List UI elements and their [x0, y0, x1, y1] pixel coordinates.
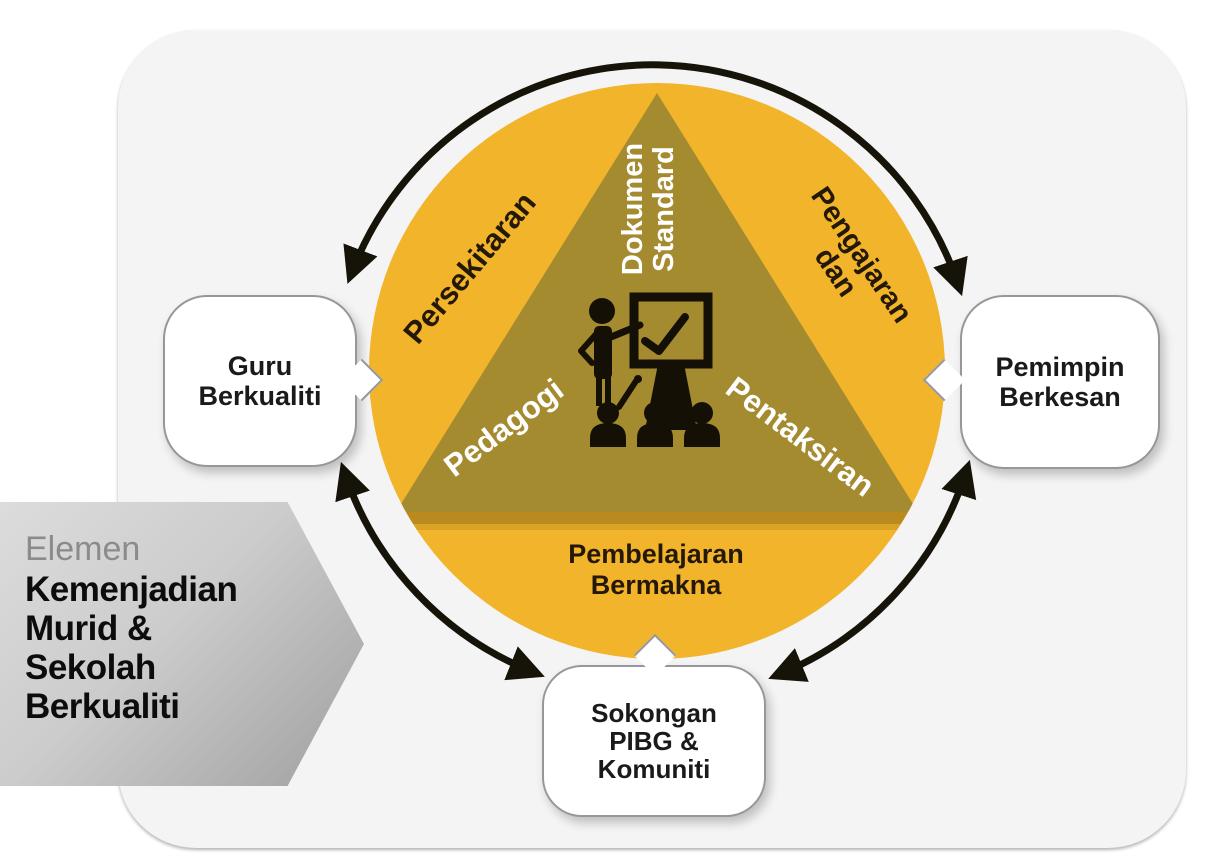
callout-text-line: Berkualiti — [198, 381, 322, 411]
label-line: Standard — [648, 146, 680, 272]
label-pembelajaran-bermakna: Pembelajaran Bermakna — [568, 539, 744, 601]
callout-sokongan-pibg: Sokongan PIBG & Komuniti — [542, 665, 766, 817]
classroom-teacher-icon — [578, 292, 720, 447]
callout-text-line: PIBG & — [609, 726, 699, 756]
callout-text-line: Berkesan — [999, 382, 1121, 412]
inner-triangle — [396, 93, 918, 512]
banner-title-line: Murid & — [25, 609, 152, 648]
callout-guru-berkualiti: Guru Berkualiti — [163, 295, 357, 467]
label-line: Dokumen — [617, 142, 649, 276]
banner-title-line: Berkualiti — [25, 687, 180, 726]
bottom-left-cycle-arrow — [335, 461, 545, 681]
banner-title-line: Sekolah — [25, 648, 156, 687]
element-banner-text: Elemen Kemenjadian Murid & Sekolah Berku… — [0, 502, 364, 726]
triangle-base-shadow — [380, 512, 934, 524]
callout-pemimpin-berkesan: Pemimpin Berkesan — [960, 295, 1160, 469]
callout-text-line: Komuniti — [597, 754, 711, 784]
element-banner: Elemen Kemenjadian Murid & Sekolah Berku… — [0, 502, 364, 786]
banner-eyebrow: Elemen — [25, 530, 141, 568]
callout-text-line: Guru — [227, 351, 293, 381]
label-line: Pembelajaran — [568, 539, 744, 569]
triangle-base-shadow-soft — [380, 524, 934, 530]
label-dokumen-standard: Dokumen Standard — [617, 142, 680, 276]
cycle-arrows — [335, 61, 977, 682]
callout-text-line: Sokongan — [591, 698, 717, 728]
banner-title-line: Kemenjadian — [25, 570, 238, 609]
bottom-right-cycle-arrow — [768, 459, 977, 682]
callout-text-line: Pemimpin — [995, 352, 1125, 382]
label-line: Bermakna — [590, 570, 722, 600]
top-cycle-arrow — [343, 61, 968, 297]
